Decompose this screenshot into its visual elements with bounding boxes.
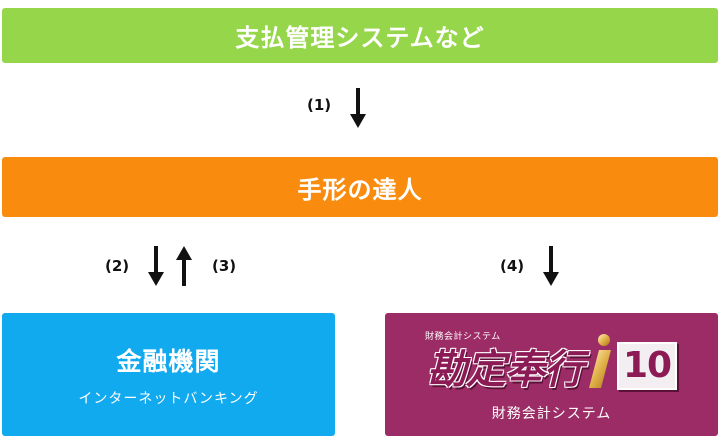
tegata-box: 手形の達人: [2, 157, 718, 217]
arrow-down-icon: [350, 88, 366, 128]
step-3-label: (3): [212, 257, 237, 275]
arrow-up-icon: [176, 246, 192, 286]
step-4-label: (4): [500, 257, 525, 275]
step-1-label: (1): [307, 96, 332, 114]
system-box-label: 支払管理システムなど: [235, 24, 485, 52]
tegata-box-label: 手形の達人: [297, 175, 423, 204]
logo-i-icon: [589, 334, 611, 388]
kanjo-logo-tagline: 財務会計システム: [425, 332, 501, 342]
kanjo-version-text: 10: [622, 345, 672, 386]
bank-subtitle: インターネットバンキング: [78, 390, 259, 407]
bank-box: 金融機関 インターネットバンキング: [2, 313, 335, 436]
bank-title: 金融機関: [116, 346, 221, 376]
system-box: 支払管理システムなど: [2, 8, 718, 63]
kanjo-version-badge: 10: [617, 342, 677, 390]
step-2-label: (2): [105, 257, 130, 275]
arrow-down-icon: [148, 246, 164, 286]
arrow-down-icon: [543, 246, 559, 286]
kanjo-subtitle: 財務会計システム: [491, 406, 612, 422]
kanjo-logo-text: 勘定奉行: [427, 347, 584, 393]
kanjo-box: 財務会計システム 勘定奉行 10 財務会計システム: [385, 313, 718, 436]
